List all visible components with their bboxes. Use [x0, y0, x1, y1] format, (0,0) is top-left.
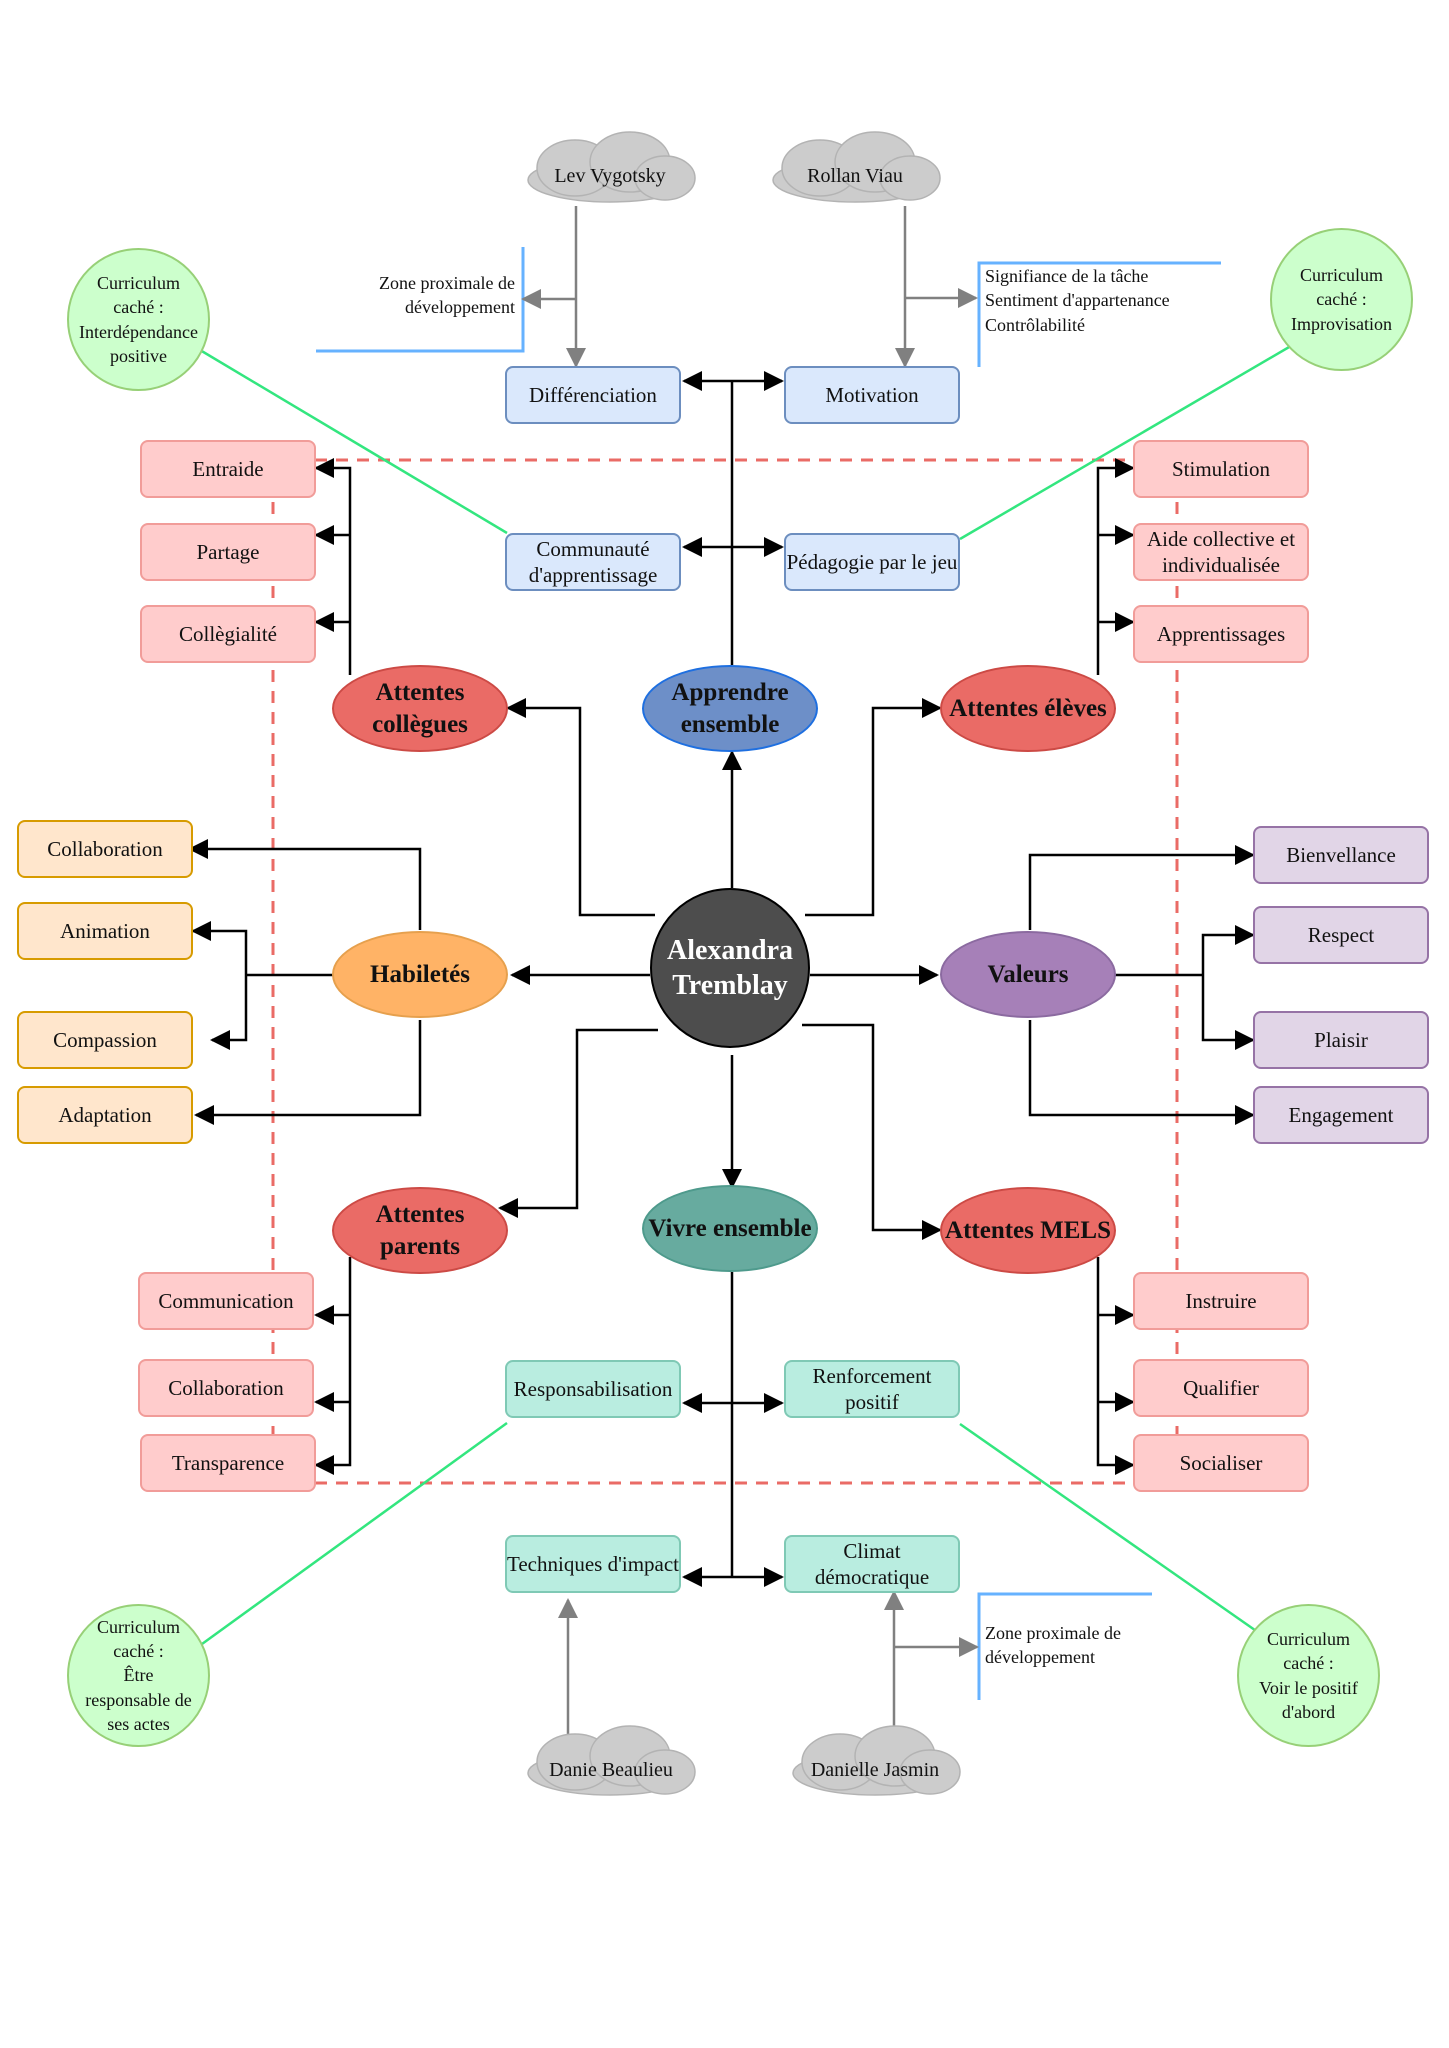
item-apprentissages: Apprentissages	[1133, 605, 1309, 663]
item-stimulation: Stimulation	[1133, 440, 1309, 498]
item-aide-collective: Aide collective et individualisée	[1133, 523, 1309, 581]
center-node: Alexandra Tremblay	[650, 888, 810, 1048]
hub-attentes-collegues: Attentes collègues	[332, 665, 508, 752]
item-partage: Partage	[140, 523, 316, 581]
curriculum-links	[199, 341, 1297, 1646]
cloud-top-left	[527, 131, 696, 203]
item-collegialite: Collègialité	[140, 605, 316, 663]
hub-apprendre-ensemble: Apprendre ensemble	[642, 665, 818, 752]
cloud-label-viau: Rollan Viau	[807, 164, 903, 187]
hub-attentes-eleves: Attentes élèves	[940, 665, 1116, 752]
hub-vivre-ensemble: Vivre ensemble	[642, 1185, 818, 1272]
box-motivation: Motivation	[784, 366, 960, 424]
item-compassion: Compassion	[17, 1011, 193, 1069]
item-animation: Animation	[17, 902, 193, 960]
item-qualifier: Qualifier	[1133, 1359, 1309, 1417]
item-engagement: Engagement	[1253, 1086, 1429, 1144]
item-socialiser: Socialiser	[1133, 1434, 1309, 1492]
cloud-label-jasmin: Danielle Jasmin	[810, 1758, 940, 1781]
box-techniques: Techniques d'impact	[505, 1535, 681, 1593]
hub-attentes-parents: Attentes parents	[332, 1187, 508, 1274]
item-entraide: Entraide	[140, 440, 316, 498]
box-communaute: Communauté d'apprentissage	[505, 533, 681, 591]
hub-attentes-mels: Attentes MELS	[940, 1187, 1116, 1274]
item-adaptation: Adaptation	[17, 1086, 193, 1144]
cloud-label-beaulieu: Danie Beaulieu	[549, 1758, 673, 1781]
box-differenciation: Différenciation	[505, 366, 681, 424]
item-communication: Communication	[138, 1272, 314, 1330]
hub-valeurs: Valeurs	[940, 931, 1116, 1018]
item-instruire: Instruire	[1133, 1272, 1309, 1330]
item-transparence: Transparence	[140, 1434, 316, 1492]
hierarchy-connectors	[188, 371, 1255, 1587]
cloud-bottom-right	[792, 1725, 961, 1796]
cloud-top-right	[772, 131, 941, 203]
cloud-label-vygotsky: Lev Vygotsky	[554, 164, 666, 187]
theory-arrows	[521, 206, 979, 1740]
item-respect: Respect	[1253, 906, 1429, 964]
cloud-shapes	[527, 131, 961, 1796]
box-renforcement: Renforcement positif	[784, 1360, 960, 1418]
box-climat: Climat démocratique	[784, 1535, 960, 1593]
hub-habiletes: Habiletés	[332, 931, 508, 1018]
cloud-bottom-left	[527, 1725, 696, 1796]
box-responsabilisation: Responsabilisation	[505, 1360, 681, 1418]
item-plaisir: Plaisir	[1253, 1011, 1429, 1069]
note-brackets	[316, 247, 1221, 1700]
item-collaboration-habiletes: Collaboration	[17, 820, 193, 878]
box-pedagogie: Pédagogie par le jeu	[784, 533, 960, 591]
item-bienvellance: Bienvellance	[1253, 826, 1429, 884]
item-collaboration-parents: Collaboration	[138, 1359, 314, 1417]
